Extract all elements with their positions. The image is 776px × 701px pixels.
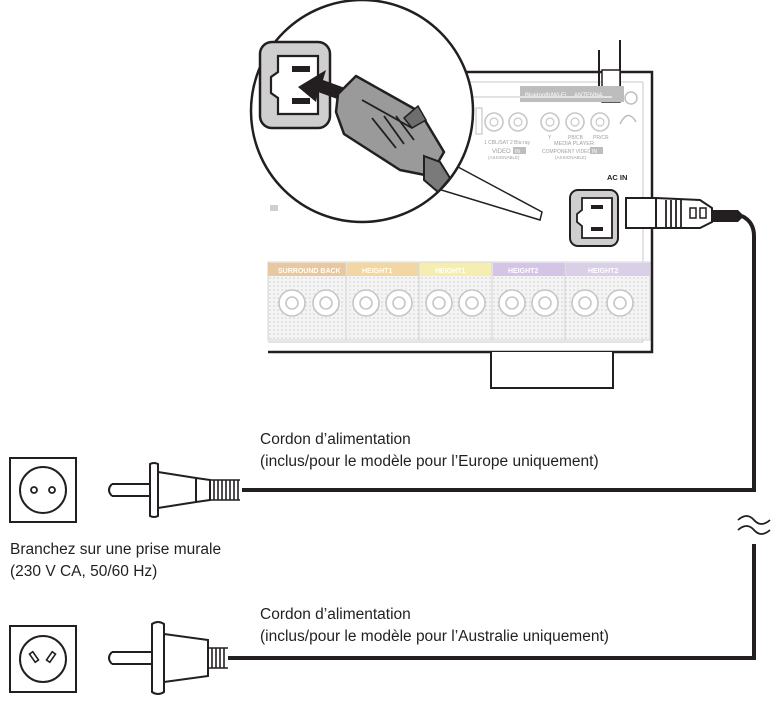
media-player-label: MEDIA PLAYER [554,141,594,147]
power-cable-main [242,214,756,492]
antenna-connector [619,91,638,125]
ac-in-label: AC IN [607,173,627,182]
video-in-label: IN [515,149,520,155]
component-in-label: IN [592,149,597,155]
wall-outlet-australia-icon [9,625,77,693]
ac-inlet-enlarged-icon [258,40,332,130]
height2-b-label: HEIGHT2 [588,268,618,275]
pb-cb-label: PB/CB [568,135,584,141]
surround-back-band [268,263,346,276]
cbl-sat-label: 1 CBL/SAT [484,140,509,146]
pr-cr-label: PR/CR [593,135,609,141]
cord-australia-subtitle: (inclus/pour le modèle pour l’Australie … [260,628,609,645]
wall-outlet-voltage: (230 V CA, 50/60 Hz) [10,563,158,580]
power-cable-australia [228,544,756,660]
speaker-terminals: SURROUND BACK HEIGHT1 HEIGHT1 HEIGHT2 HE… [267,261,651,341]
component-in-badge [590,147,603,154]
power-plug-enlarged-icon [334,74,452,194]
height1-b-label: HEIGHT1 [435,268,465,275]
cord-australia-title: Cordon d’alimentation [260,606,411,623]
europe-plug-icon [108,462,240,518]
video-label: VIDEO [492,149,511,155]
cable-break-icon [737,515,771,535]
video-input-jacks [484,112,610,132]
height1-a-band [347,263,419,276]
insert-arrow-icon [298,70,345,102]
assignable-label-1: (ASSIGNABLE) [488,155,520,160]
blu-ray-label: 2 Blu-ray [510,140,531,146]
video-in-badge [513,147,526,154]
component-video-label: COMPONENT VIDEO [542,149,591,155]
cord-europe-subtitle: (inclus/pour le modèle pour l’Europe uni… [260,453,599,470]
y-label: Y [548,135,552,141]
ac-inlet-icon [569,189,619,247]
assignable-label-2: (ASSIGNABLE) [555,155,587,160]
cord-europe-title: Cordon d’alimentation [260,431,411,448]
wall-outlet-europe-icon [9,457,77,523]
magnified-inset [249,0,543,224]
height2-a-band [493,263,565,276]
height1-a-label: HEIGHT1 [362,268,392,275]
surround-back-label: SURROUND BACK [278,268,341,275]
height2-b-band [566,263,650,276]
receiver-rear-panel: Bluetooth/Wi-Fi ANTENNA 1 CBL/SAT 2 Blu-… [267,40,654,389]
power-plug-icon [625,196,744,229]
receiver-foot [490,352,614,389]
australia-plug-icon [108,621,228,695]
height2-a-label: HEIGHT2 [508,268,538,275]
height1-b-band [420,263,492,276]
wall-outlet-title: Branchez sur une prise murale [10,541,222,558]
